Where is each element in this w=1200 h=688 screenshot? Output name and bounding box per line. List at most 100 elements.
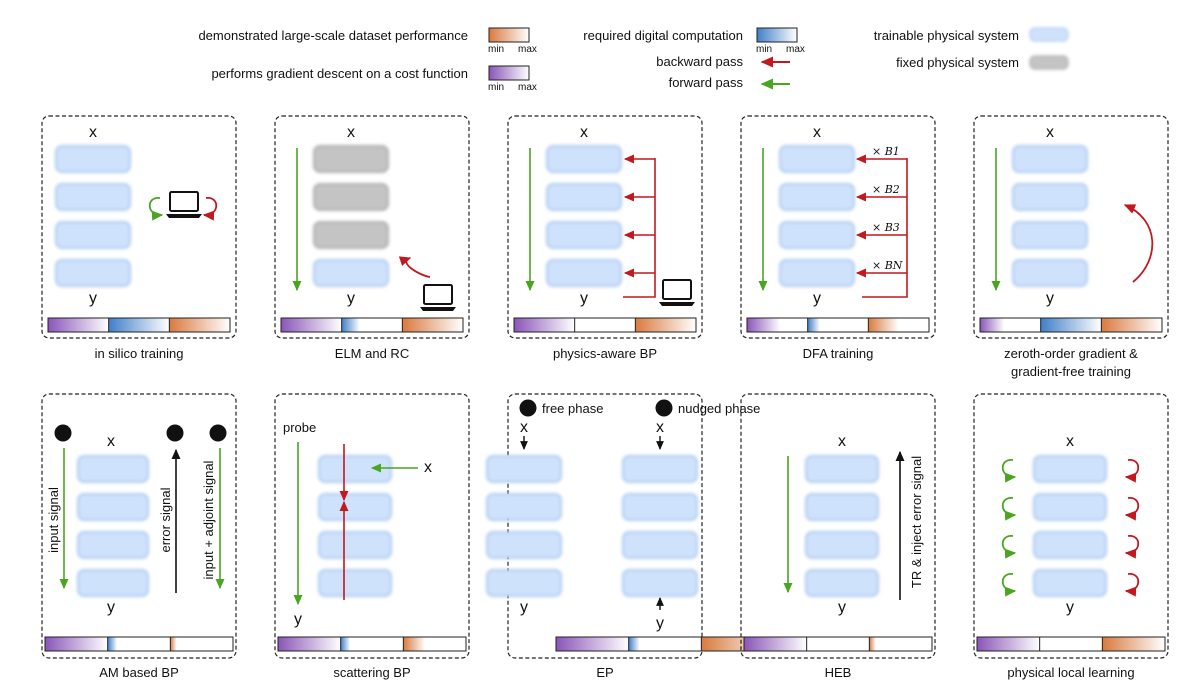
output-label-y: y	[838, 599, 846, 616]
physical-layer	[805, 531, 879, 559]
physical-layer	[779, 183, 855, 211]
input-label-x: x	[656, 419, 664, 436]
backward-loop-arrow	[202, 197, 218, 221]
panel-frame	[973, 393, 1169, 659]
input-label-x: x	[347, 124, 355, 141]
physical-layer	[55, 221, 131, 249]
laptop-base	[420, 307, 456, 311]
physical-layer	[805, 569, 879, 597]
elm-rc-score-bar	[280, 317, 464, 333]
physical-layer	[622, 455, 698, 483]
panel-frame	[507, 393, 703, 659]
dfa-gradient-fill	[747, 318, 781, 332]
physical-layer	[1033, 455, 1107, 483]
input-label-x: x	[107, 433, 115, 450]
panel-frame	[740, 393, 936, 659]
step-2-badge-number: 2	[172, 427, 179, 441]
panel-zeroth-order: zeroth-order gradient &gradient-free tra…	[973, 115, 1169, 379]
physical-layer	[486, 569, 562, 597]
physical-layer	[622, 569, 698, 597]
input-label-x: x	[813, 124, 821, 141]
probe-label: probe	[283, 420, 316, 435]
laptop-base	[166, 214, 202, 218]
legend-computation-label: required digital computation	[583, 28, 743, 43]
local-learning-score-bar	[976, 636, 1166, 652]
step-3-badge-number: 3	[215, 427, 222, 441]
physical-layer	[55, 259, 131, 287]
input-label-x: x	[520, 419, 528, 436]
phase-label: nudged phase	[678, 401, 760, 416]
panel-caption: HEB	[825, 665, 852, 680]
am-bp-computation-fill	[107, 637, 118, 651]
panel-frame	[507, 115, 703, 339]
physical-layer	[1033, 569, 1107, 597]
laptop-icon	[659, 279, 695, 306]
physical-layer	[313, 183, 389, 211]
in-silico-gradient-fill	[48, 318, 109, 332]
local-backward-loop	[1124, 459, 1140, 483]
input-label-x: x	[424, 459, 432, 476]
phase-label: free phase	[542, 401, 603, 416]
physical-layer	[77, 569, 149, 597]
step-1-badge	[519, 399, 537, 417]
physical-layer	[546, 221, 622, 249]
dfa-score-bar	[746, 317, 930, 333]
panel-caption: physical local learning	[1007, 665, 1134, 680]
local-backward-loop	[1124, 497, 1140, 521]
input-label-x: x	[1046, 124, 1054, 141]
zeroth-order-performance-fill	[1101, 318, 1162, 332]
physical-layer	[1033, 493, 1107, 521]
legend-min-label: min	[488, 82, 504, 93]
error-signal-label: error signal	[158, 487, 173, 552]
physical-layer	[546, 183, 622, 211]
legend-max-label: max	[786, 44, 805, 55]
zeroth-order-gradient-fill	[980, 318, 1005, 332]
panel-caption: zeroth-order gradient &	[1004, 346, 1138, 361]
legend-performance-label: demonstrated large-scale dataset perform…	[198, 28, 468, 43]
in-silico-performance-fill	[169, 318, 230, 332]
scattering-bp-score-bar	[277, 636, 467, 652]
step-3-badge	[209, 424, 227, 442]
step-2-badge-number: 2	[661, 402, 668, 416]
local-forward-loop	[1001, 535, 1017, 559]
legend-min-label: min	[756, 44, 772, 55]
heb-performance-fill	[869, 637, 876, 651]
physical-layer	[318, 531, 392, 559]
output-label-y: y	[580, 290, 588, 307]
physical-layer	[779, 145, 855, 173]
physical-layer	[779, 221, 855, 249]
zeroth-order-computation-fill	[1040, 318, 1102, 332]
panel-frame	[274, 393, 470, 659]
legend-gradient-label: performs gradient descent on a cost func…	[211, 66, 468, 81]
physical-layer	[546, 259, 622, 287]
legend-fixed-label: fixed physical system	[896, 55, 1019, 70]
elm-rc-performance-fill	[402, 318, 463, 332]
physical-layer	[779, 259, 855, 287]
laptop-screen	[169, 191, 199, 212]
physical-layer	[486, 455, 562, 483]
legend-max-label: max	[518, 82, 537, 93]
am-bp-performance-fill	[170, 637, 177, 651]
input-label-x: x	[580, 124, 588, 141]
local-backward-loop	[1124, 573, 1140, 597]
physical-layer	[805, 493, 879, 521]
nudged-output-label: y	[656, 615, 664, 632]
ep-gradient-fill	[556, 637, 629, 651]
laptop-icon	[166, 191, 202, 218]
dfa-performance-fill	[868, 318, 899, 332]
physical-layer	[55, 145, 131, 173]
ep-computation-fill	[628, 637, 640, 651]
physics-aware-bp-score-bar	[513, 317, 697, 333]
step-1-badge-number: 1	[60, 427, 67, 441]
physical-layer	[1012, 221, 1088, 249]
output-label-y: y	[1066, 599, 1074, 616]
local-backward-loop	[1124, 535, 1140, 559]
physical-layer	[313, 221, 389, 249]
physical-layer	[77, 493, 149, 521]
local-forward-loop	[1001, 497, 1017, 521]
laptop-icon	[420, 284, 456, 311]
